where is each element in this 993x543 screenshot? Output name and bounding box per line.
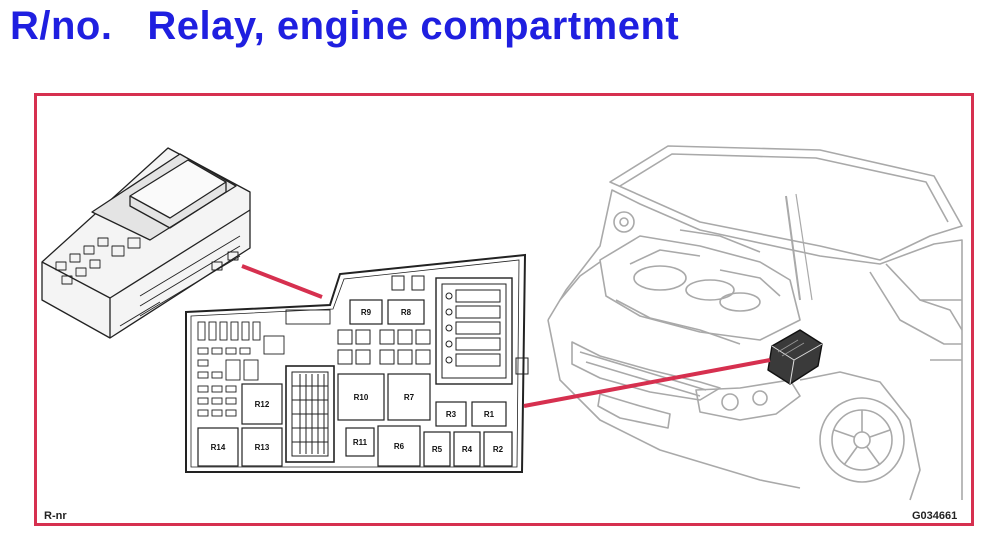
relay-R13 [241,427,283,467]
page-title: R/no. Relay, engine compartment [10,4,680,48]
relay-label-R10: R10 [354,393,369,402]
relay-box-location-highlight [767,329,823,385]
relay-label-R11: R11 [353,438,368,447]
leader-line-car [523,358,771,408]
fuse-column [435,277,529,385]
relay-label-R14: R14 [211,443,226,452]
car-engine-bay-illustration [547,145,963,501]
figure-code-right: G034661 [912,510,958,522]
relay-R9 [349,299,383,325]
relay-positions [197,299,513,467]
relay-label-R4: R4 [462,445,473,454]
diagram-frame [34,93,974,526]
relay-label-R6: R6 [394,442,405,451]
relay-label-R13: R13 [255,443,270,452]
relay-R8 [387,299,425,325]
figure-code-left: R-nr [44,510,67,522]
relay-label-R8: R8 [401,308,412,317]
relay-R5 [423,431,451,467]
relay-box-isometric-illustration [41,147,251,339]
relay-label-R1: R1 [484,410,495,419]
relay-R12 [241,383,283,425]
relay-label-R5: R5 [432,445,443,454]
relay-label-R3: R3 [446,410,457,419]
central-connector [285,365,335,463]
relay-R3 [435,401,467,427]
leader-line-box [241,264,323,299]
relay-R6 [377,425,421,467]
relay-R14 [197,427,239,467]
relay-box-plan-view: R9 R8 R12 R10 R7 R3 R1 R14 R13 R11 R6 R5… [185,253,529,473]
relay-label-R7: R7 [404,393,415,402]
relay-R2 [483,431,513,467]
relay-R11 [345,427,375,457]
relay-label-R9: R9 [361,308,372,317]
relay-label-R2: R2 [493,445,504,454]
relay-R4 [453,431,481,467]
relay-label-R12: R12 [255,400,270,409]
relay-R7 [387,373,431,421]
relay-R1 [471,401,507,427]
relay-R10 [337,373,385,421]
